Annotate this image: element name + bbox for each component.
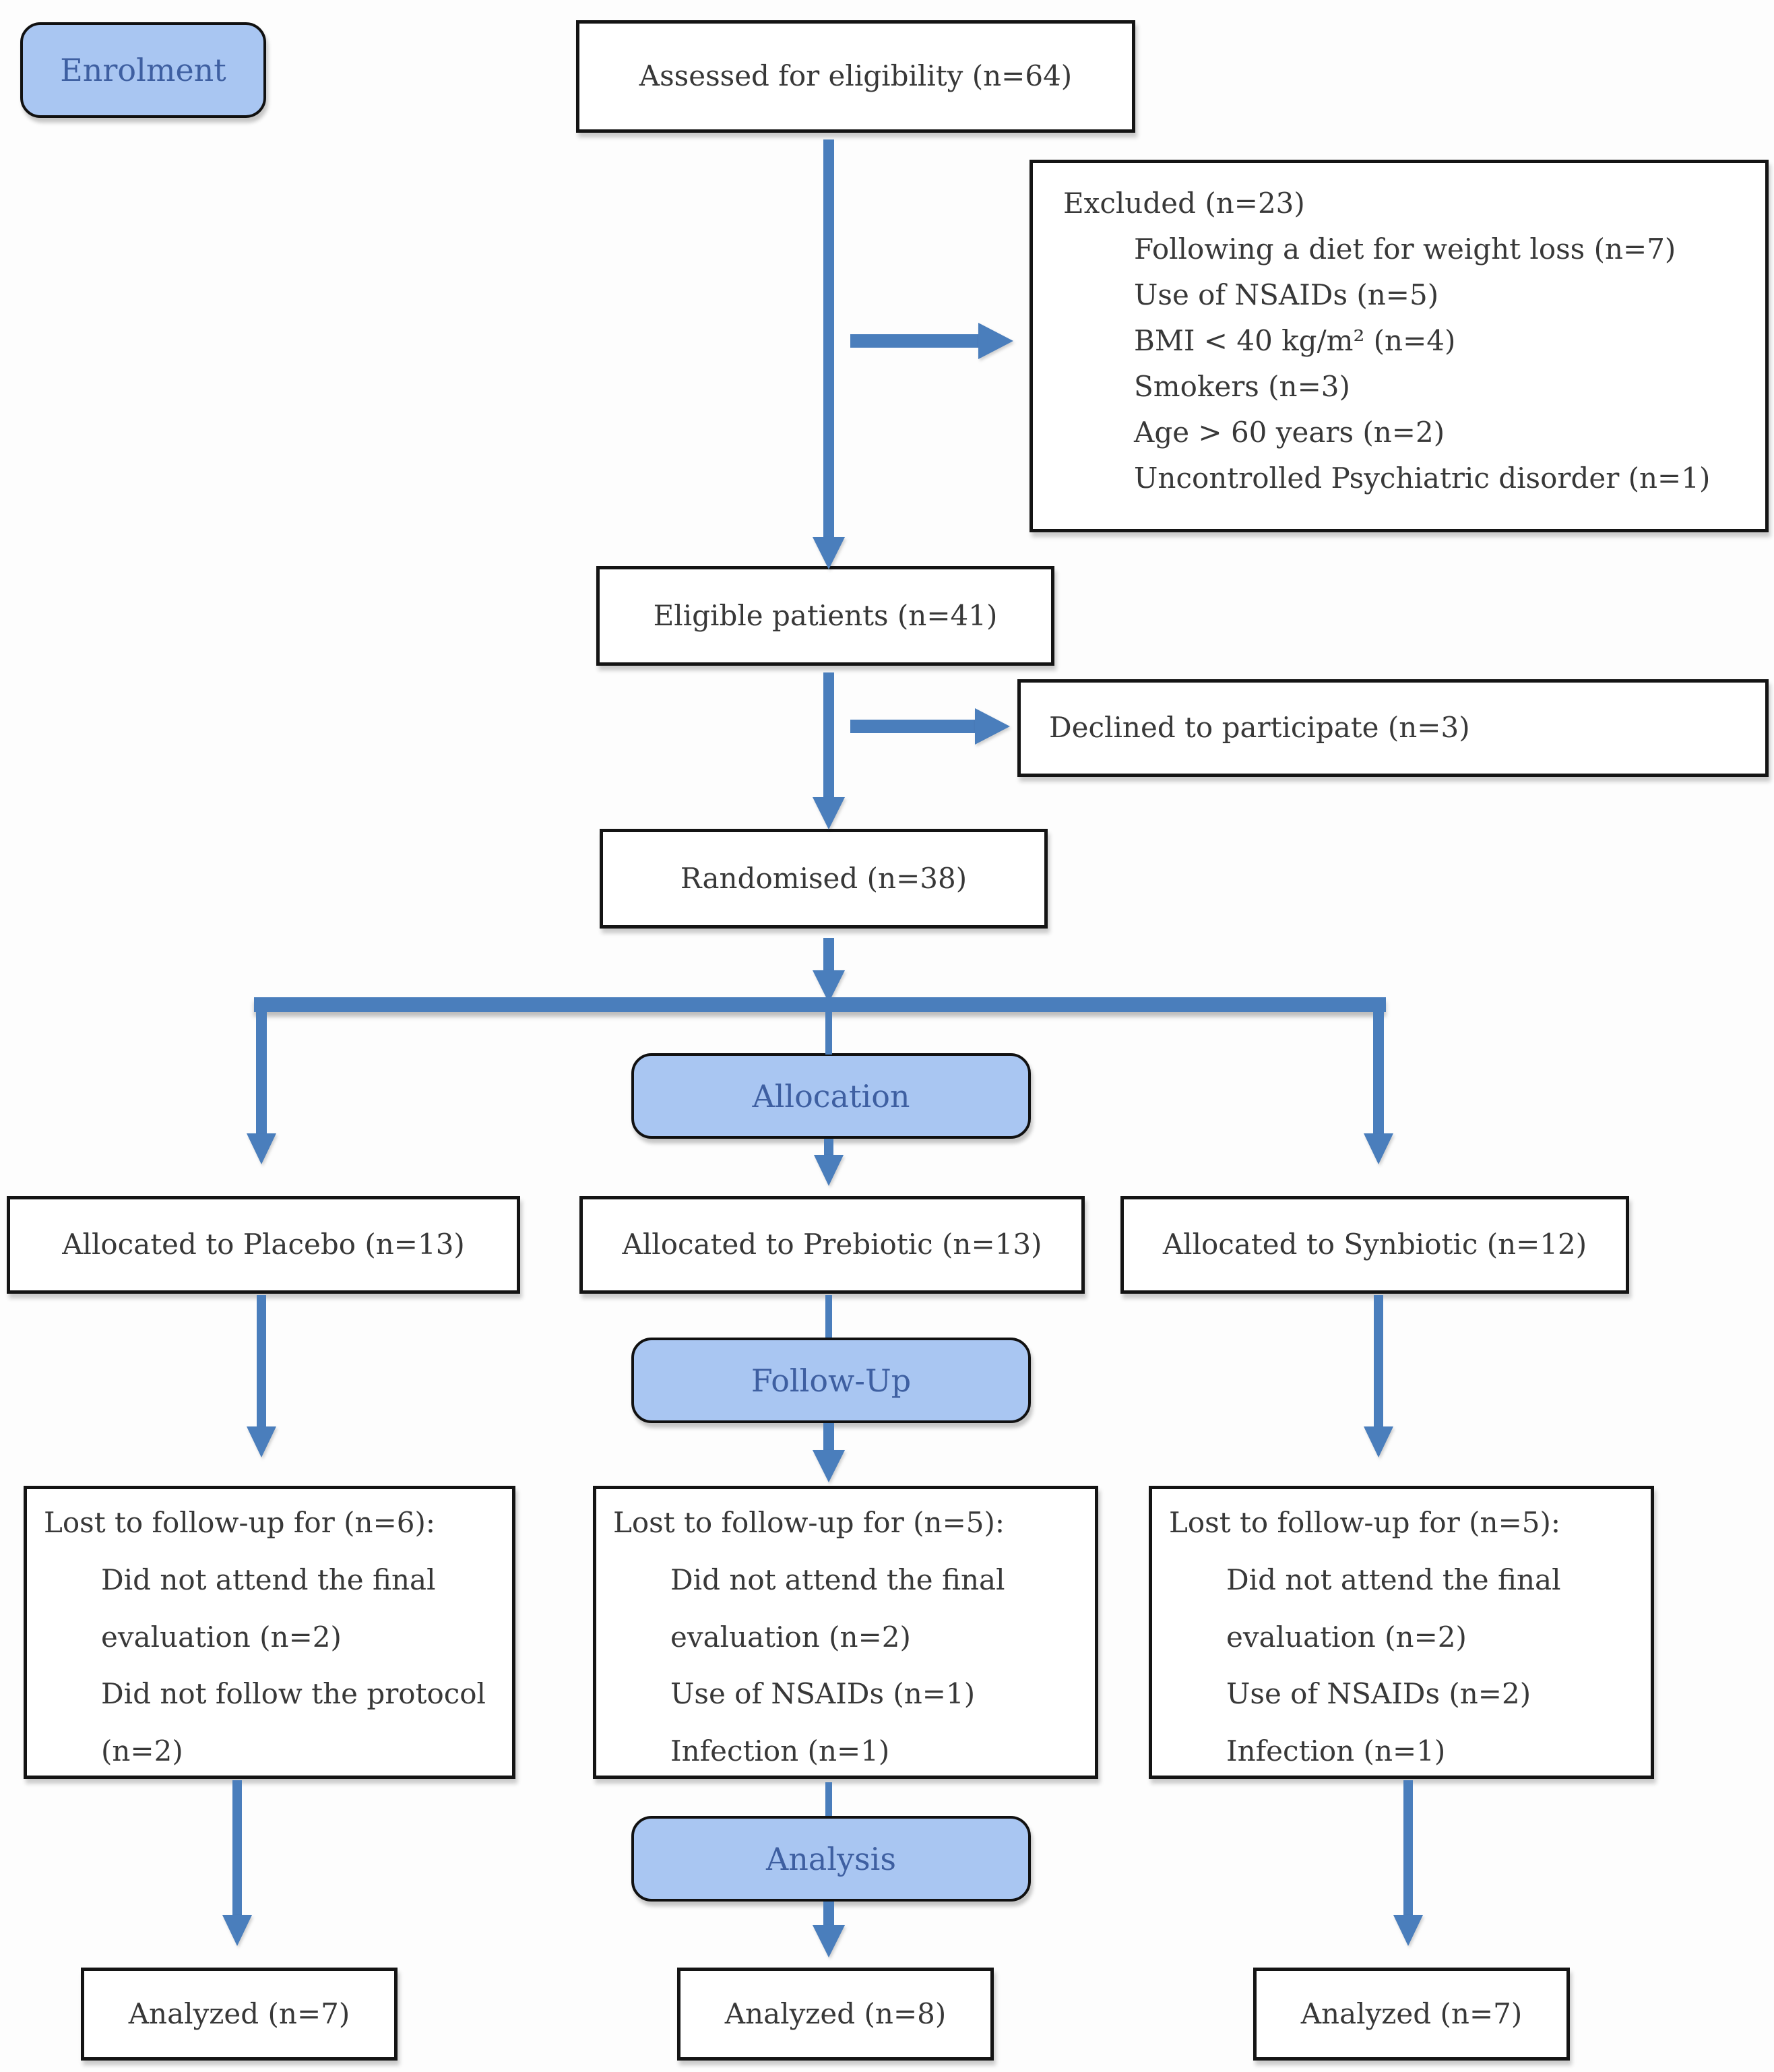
arrowhead-down-icon bbox=[813, 537, 845, 569]
branch-bar bbox=[254, 997, 1386, 1012]
arrow-branch-to-placebo bbox=[256, 1012, 267, 1133]
excluded-box: Excluded (n=23) Following a diet for wei… bbox=[1029, 160, 1769, 532]
arrow-eligible-to-randomised bbox=[823, 672, 834, 797]
arrow-analysis-to-analyzed-prebiotic bbox=[823, 1902, 834, 1925]
lost-followup-synbiotic-box: Lost to follow-up for (n=5): Did not att… bbox=[1149, 1486, 1654, 1779]
arrow-lost-to-analyzed-placebo bbox=[232, 1780, 242, 1915]
connector-prebiotic-to-followup bbox=[825, 1295, 832, 1338]
arrow-synbiotic-to-lost bbox=[1374, 1295, 1383, 1426]
assessed-eligibility-box: Assessed for eligibility (n=64) bbox=[576, 20, 1135, 133]
stage-allocation-label: Allocation bbox=[631, 1053, 1031, 1139]
arrowhead-right-icon bbox=[975, 708, 1010, 745]
lost-title: Lost to follow-up for (n=6): bbox=[44, 1506, 436, 1539]
excluded-title: Excluded (n=23) bbox=[1063, 187, 1305, 220]
stage-enrolment-label: Enrolment bbox=[20, 22, 266, 118]
arrow-to-declined bbox=[850, 720, 975, 733]
lost-reason: Did not follow the protocol (n=2) bbox=[101, 1677, 486, 1768]
arrowhead-down-icon bbox=[813, 1925, 845, 1957]
lost-reason: Did not attend the final evaluation (n=2… bbox=[1226, 1563, 1561, 1654]
arrowhead-down-icon bbox=[222, 1915, 252, 1946]
analyzed-synbiotic-box: Analyzed (n=7) bbox=[1253, 1968, 1570, 2061]
arrowhead-down-icon bbox=[1393, 1915, 1423, 1946]
excluded-reason: Uncontrolled Psychiatric disorder (n=1) bbox=[1134, 462, 1711, 495]
arrow-randomised-to-branch bbox=[823, 938, 834, 972]
lost-title: Lost to follow-up for (n=5): bbox=[1169, 1506, 1561, 1539]
stage-analysis-label: Analysis bbox=[631, 1816, 1031, 1902]
arrowhead-down-icon bbox=[1364, 1426, 1393, 1457]
allocated-prebiotic-box: Allocated to Prebiotic (n=13) bbox=[579, 1196, 1085, 1294]
allocated-placebo-box: Allocated to Placebo (n=13) bbox=[7, 1196, 520, 1294]
arrowhead-down-icon bbox=[247, 1426, 276, 1457]
arrowhead-down-icon bbox=[247, 1133, 276, 1164]
lost-followup-prebiotic-box: Lost to follow-up for (n=5): Did not att… bbox=[593, 1486, 1098, 1779]
arrowhead-down-icon bbox=[813, 797, 845, 829]
arrow-followup-to-lost bbox=[823, 1423, 834, 1450]
lost-reason: Infection (n=1) bbox=[1226, 1734, 1446, 1768]
eligible-patients-box: Eligible patients (n=41) bbox=[596, 566, 1054, 666]
declined-box: Declined to participate (n=3) bbox=[1017, 679, 1769, 777]
arrow-placebo-to-lost bbox=[257, 1295, 266, 1426]
arrow-assessed-to-eligible bbox=[823, 139, 834, 537]
connector-branch-to-allocation bbox=[825, 1012, 832, 1055]
stage-followup-label: Follow-Up bbox=[631, 1338, 1031, 1423]
arrow-allocation-to-prebiotic bbox=[824, 1139, 833, 1155]
arrow-lost-to-analyzed-synbiotic bbox=[1403, 1780, 1413, 1915]
excluded-reason: Smokers (n=3) bbox=[1134, 370, 1350, 404]
excluded-reason: Following a diet for weight loss (n=7) bbox=[1134, 232, 1676, 266]
arrow-to-excluded bbox=[850, 334, 978, 348]
arrowhead-down-icon bbox=[1364, 1133, 1393, 1164]
connector-lost-to-analysis bbox=[825, 1782, 832, 1816]
arrowhead-down-icon bbox=[813, 1450, 845, 1482]
lost-reason: Did not attend the final evaluation (n=2… bbox=[670, 1563, 1005, 1654]
lost-followup-placebo-box: Lost to follow-up for (n=6): Did not att… bbox=[24, 1486, 515, 1779]
analyzed-prebiotic-box: Analyzed (n=8) bbox=[677, 1968, 994, 2061]
arrowhead-right-icon bbox=[978, 323, 1013, 359]
analyzed-placebo-box: Analyzed (n=7) bbox=[81, 1968, 398, 2061]
lost-reason: Infection (n=1) bbox=[670, 1734, 890, 1768]
lost-reason: Did not attend the final evaluation (n=2… bbox=[101, 1563, 436, 1654]
lost-reason: Use of NSAIDs (n=1) bbox=[670, 1677, 976, 1711]
arrow-branch-to-synbiotic bbox=[1373, 1012, 1384, 1133]
excluded-reason: BMI < 40 kg/m² (n=4) bbox=[1134, 324, 1456, 358]
lost-reason: Use of NSAIDs (n=2) bbox=[1226, 1677, 1531, 1711]
arrowhead-down-icon bbox=[814, 1155, 844, 1186]
excluded-reason: Age > 60 years (n=2) bbox=[1134, 416, 1445, 449]
lost-title: Lost to follow-up for (n=5): bbox=[613, 1506, 1005, 1539]
excluded-reason: Use of NSAIDs (n=5) bbox=[1134, 278, 1439, 312]
allocated-synbiotic-box: Allocated to Synbiotic (n=12) bbox=[1120, 1196, 1629, 1294]
randomised-box: Randomised (n=38) bbox=[600, 829, 1048, 929]
